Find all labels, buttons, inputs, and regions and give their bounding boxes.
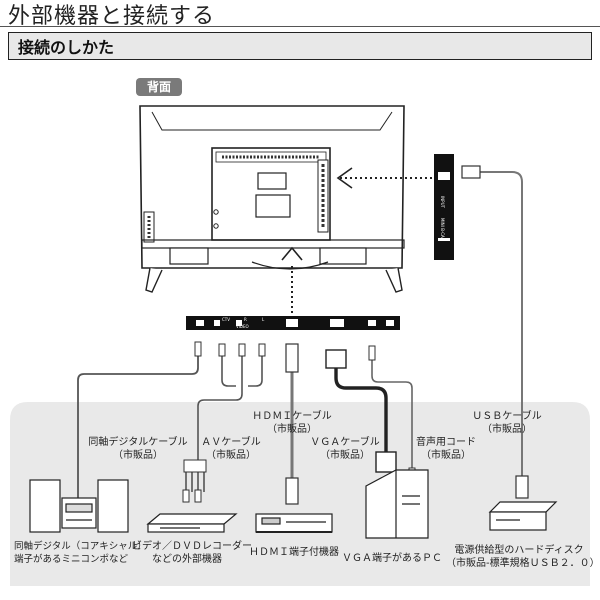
tv-rear-illustration [139, 105, 405, 293]
section-header-bar [8, 32, 592, 60]
page-title: 外部機器と接続する [8, 4, 216, 29]
hdd-label-line2: （市販品-標準規格ＵＳＢ２．０） [446, 558, 600, 569]
hdmi-cable-name: ＨＤＭＩケーブル [252, 411, 332, 422]
av-cable-name: ＡＶケーブル [201, 437, 261, 448]
usb-cable-label: ＵＳＢケーブル （市販品） [452, 410, 562, 436]
strip-label-l: L [262, 317, 265, 322]
hdmi-cable-label: ＨＤＭＩケーブル （市販品） [240, 410, 344, 436]
vga-cable [325, 349, 397, 473]
usb-cable-name: ＵＳＢケーブル [472, 411, 542, 422]
dvd-recorder [146, 513, 238, 533]
rear-view-badge: 背面 [136, 78, 182, 96]
usb-cable [461, 165, 529, 499]
usb-cable-note: （市販品） [482, 424, 532, 435]
device-area-background [10, 402, 590, 586]
av-cable [182, 343, 266, 503]
coax-cable-name: 同軸デジタルケーブル [88, 437, 188, 448]
side-panel-label-card: MINI B-CAS [440, 218, 445, 241]
strip-label-r: R [244, 317, 247, 322]
bottom-arrow-icon [281, 246, 303, 316]
dvd-label: ビデオ／ＤＶＤレコーダー などの外部機器 [132, 540, 252, 566]
hdmi-device-box [255, 513, 333, 533]
hdmi-cable-note: （市販品） [267, 424, 317, 435]
minicompo-label-line1: 同軸デジタル（コアキシャル） [14, 541, 147, 552]
side-arrow-icon [336, 167, 436, 189]
av-cable-label: ＡＶケーブル （市販品） [196, 436, 266, 462]
pc-tower [365, 469, 429, 539]
hdd-label: 電源供給型のハードディスク （市販品-標準規格ＵＳＢ２．０） [446, 544, 600, 570]
hdmi-cable [285, 343, 299, 505]
pc-label: ＶＧＡ端子があるＰＣ [340, 552, 444, 565]
strip-label-ctv: CTV [222, 317, 230, 322]
pc-label-line1: ＶＧＡ端子があるＰＣ [342, 553, 442, 564]
hdmi-device-label-line1: ＨＤＭＩ端子付機器 [249, 547, 339, 558]
audio-cable-name: 音声用コード [416, 437, 476, 448]
usb-port-icon [438, 172, 450, 180]
audio-cable-note: （市販品） [421, 450, 471, 461]
coax-cable-note: （市販品） [113, 450, 163, 461]
vga-cable-name: ＶＧＡケーブル [310, 437, 380, 448]
vga-cable-note: （市販品） [320, 450, 370, 461]
title-divider [0, 26, 600, 27]
hdd-label-line1: 電源供給型のハードディスク [454, 545, 584, 556]
coax-cable-label: 同軸デジタルケーブル （市販品） [84, 436, 192, 462]
dvd-label-line2: などの外部機器 [152, 554, 222, 565]
card-slot-icon [438, 238, 450, 241]
vga-cable-label: ＶＧＡケーブル （市販品） [308, 436, 382, 462]
av-cable-note: （市販品） [206, 450, 256, 461]
dvd-label-line1: ビデオ／ＤＶＤレコーダー [132, 541, 252, 552]
section-title: 接続のしかた [18, 38, 115, 57]
minicompo-label: 同軸デジタル（コアキシャル） 端子があるミニコンポなど [14, 540, 147, 566]
mini-component-stereo [29, 479, 129, 533]
strip-label-video: VIDEO [236, 324, 249, 329]
hdmi-device-label: ＨＤＭＩ端子付機器 [248, 546, 340, 559]
side-panel-label-input: INPUT [440, 196, 445, 208]
external-hdd [488, 501, 558, 531]
minicompo-label-line2: 端子があるミニコンポなど [14, 554, 129, 565]
strip-ports [196, 319, 394, 327]
audio-cable-label: 音声用コード （市販品） [414, 436, 478, 462]
side-terminal-panel [434, 154, 454, 260]
